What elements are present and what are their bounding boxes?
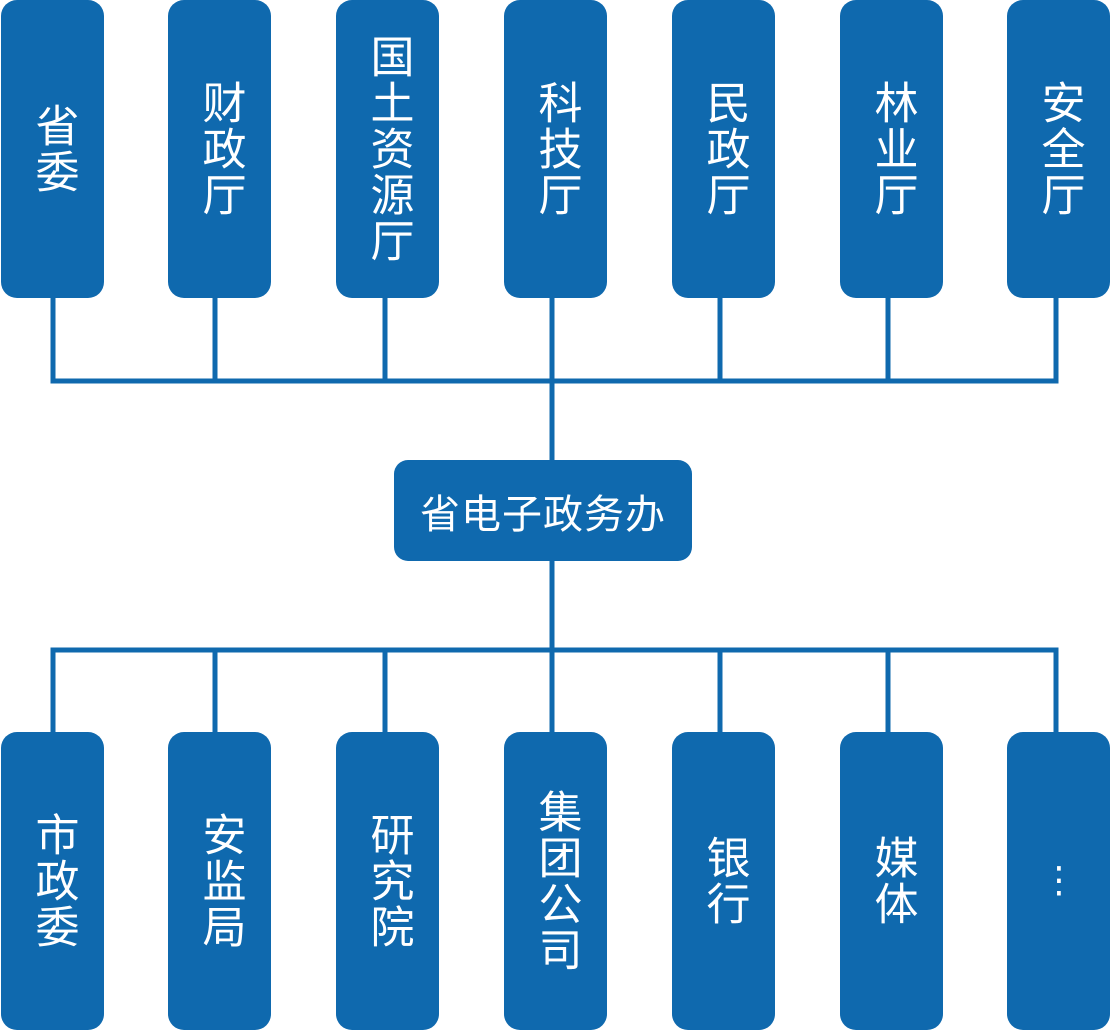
- top-node-3: 国土资源厅: [336, 0, 439, 298]
- bottom-node-4-label: 集团公司: [530, 789, 582, 973]
- top-node-7: 安全厅: [1007, 0, 1110, 298]
- bottom-node-6: 媒体: [840, 732, 943, 1030]
- bottom-node-2-label: 安监局: [194, 812, 246, 950]
- bottom-node-3-label: 研究院: [362, 812, 414, 950]
- bottom-node-1-label: 市政委: [27, 812, 79, 950]
- bottom-node-5-label: 银行: [698, 835, 750, 927]
- center-node-label: 省电子政务办: [420, 491, 666, 538]
- bottom-node-6-label: 媒体: [866, 835, 918, 927]
- top-node-2-label: 财政厅: [194, 80, 246, 218]
- top-node-5-label: 民政厅: [698, 80, 750, 218]
- bottom-node-5: 银行: [672, 732, 775, 1030]
- top-node-4: 科技厅: [504, 0, 607, 298]
- bottom-node-7: ⋮: [1007, 732, 1110, 1030]
- top-node-1-label: 省委: [27, 103, 79, 195]
- bottom-node-4: 集团公司: [504, 732, 607, 1030]
- top-node-1: 省委: [1, 0, 104, 298]
- top-node-4-label: 科技厅: [530, 80, 582, 218]
- bottom-node-2: 安监局: [168, 732, 271, 1030]
- top-node-6: 林业厅: [840, 0, 943, 298]
- center-node: 省电子政务办: [394, 460, 692, 561]
- top-node-7-label: 安全厅: [1033, 80, 1085, 218]
- top-node-2: 财政厅: [168, 0, 271, 298]
- bottom-node-3: 研究院: [336, 732, 439, 1030]
- bottom-node-1: 市政委: [1, 732, 104, 1030]
- bottom-node-7-label: ⋮: [1038, 859, 1080, 903]
- top-node-6-label: 林业厅: [866, 80, 918, 218]
- top-node-5: 民政厅: [672, 0, 775, 298]
- top-node-3-label: 国土资源厅: [362, 34, 414, 264]
